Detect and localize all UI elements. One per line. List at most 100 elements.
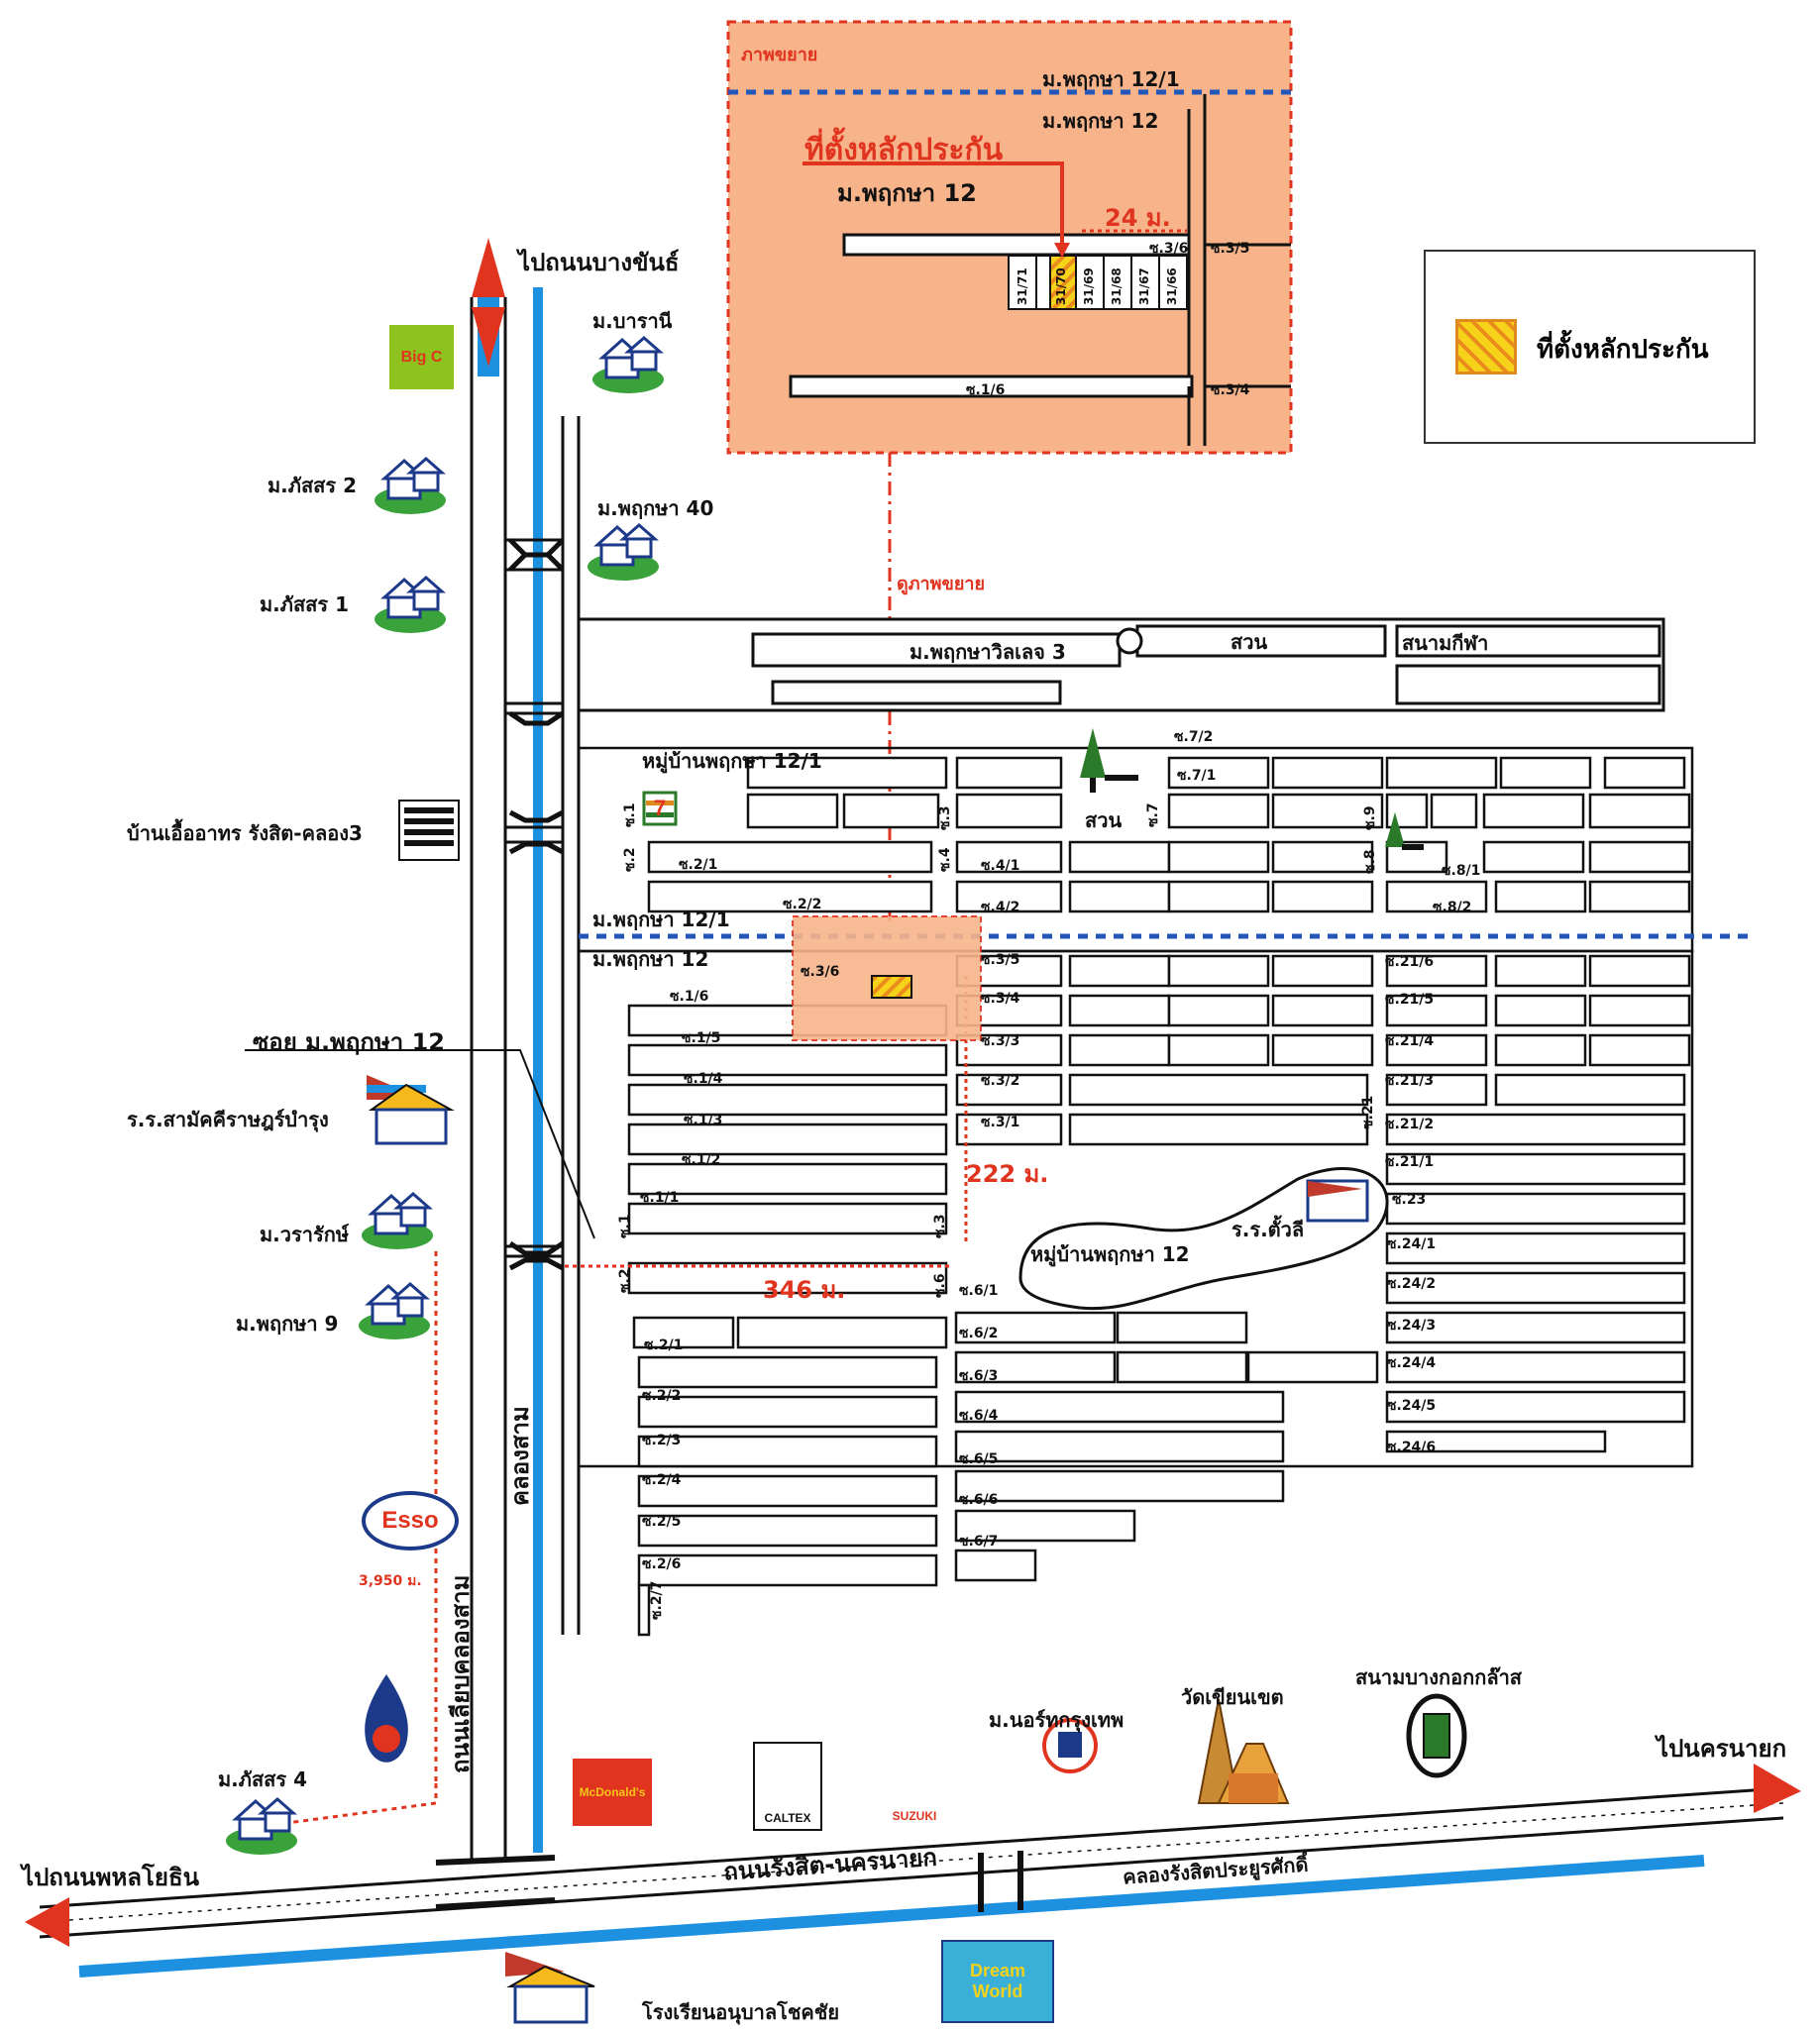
inset-roads xyxy=(789,94,1291,446)
seven-eleven-label: 7 xyxy=(653,796,667,820)
house-icon-passorn4 xyxy=(226,1791,297,1855)
soi-label: ซ.21/3 xyxy=(1385,1073,1435,1089)
soi-label: ซ.3/6 xyxy=(801,964,840,980)
house-icon-barani xyxy=(592,330,664,393)
soi-label: ซ.21 xyxy=(1360,1095,1376,1129)
soi-label: ซ.24/2 xyxy=(1387,1276,1437,1292)
collateral-plot xyxy=(871,975,912,999)
label-stadium-small: สนามกีฬา xyxy=(1402,631,1489,655)
label-bypass-road: ถนนเลียบคลองสาม xyxy=(447,1574,475,1773)
soi-label: ซ.4 xyxy=(937,847,953,872)
soi-label: ซ.2/1 xyxy=(679,857,718,873)
suzuki-logo-icon: SUZUKI xyxy=(892,1809,937,1823)
block-grid-south xyxy=(577,949,1694,1637)
soi-label: ซ.2 xyxy=(617,1268,633,1293)
bigc-logo-icon: Big C xyxy=(389,325,454,389)
label-village-12: หมู่บ้านพฤกษา 12 xyxy=(1030,1242,1190,1266)
label-kindergarten: โรงเรียนอนุบาลโชคชัย xyxy=(642,2000,840,2024)
inset-plot-2: 31/70 xyxy=(1054,268,1068,305)
soi-label: ซ.1/4 xyxy=(684,1071,723,1087)
inset-label-second: ม.พฤกษา 12 xyxy=(1042,109,1159,133)
label-to-bangkhan: ไปถนนบางขันธ์ xyxy=(518,249,680,276)
inset-soi-16: ซ.1/6 xyxy=(966,382,1006,398)
arrow-right-nakhonnayok xyxy=(1754,1764,1801,1813)
park-tree-icon xyxy=(1080,728,1424,850)
label-distance-346: 346 ม. xyxy=(763,1276,846,1304)
legend-swatch xyxy=(1455,319,1517,374)
soi-label: ซ.21/1 xyxy=(1385,1154,1435,1170)
label-barani: ม.บารานี xyxy=(592,309,673,333)
soi-label: ซ.6/6 xyxy=(959,1492,999,1508)
soi-label: ซ.21/2 xyxy=(1385,1117,1435,1132)
inset-plot-4: 31/68 xyxy=(1110,268,1124,305)
label-pruksa9: ม.พฤกษา 9 xyxy=(236,1312,339,1336)
soi-label: ซ.6/1 xyxy=(959,1283,999,1299)
soi-label: ซ.24/5 xyxy=(1387,1398,1437,1414)
soi-label: ซ.2/2 xyxy=(642,1388,682,1404)
soi-label: ซ.21/6 xyxy=(1385,954,1435,970)
main-vertical-road xyxy=(470,297,581,1863)
soi-label: ซ.4/1 xyxy=(981,858,1020,874)
house-icon-passorn1 xyxy=(375,570,446,633)
soi-label: ซ.1/1 xyxy=(640,1190,680,1206)
inset-label-top: ม.พฤกษา 12/1 xyxy=(1042,67,1180,91)
soi-label: ซ.4/2 xyxy=(981,900,1020,915)
house-icon-wararak xyxy=(362,1186,433,1249)
soi-label: ซ.8/1 xyxy=(1442,863,1481,879)
soi-label: ซ.3/5 xyxy=(981,952,1020,968)
soi-label: ซ.6/5 xyxy=(959,1451,999,1467)
label-passorn2: ม.ภัสสร 2 xyxy=(268,474,357,497)
label-pruksa40: ม.พฤกษา 40 xyxy=(597,496,714,520)
label-passorn4: ม.ภัสสร 4 xyxy=(218,1767,307,1791)
label-school-tualee: ร.ร.ตั้วลี xyxy=(1231,1218,1305,1241)
soi-label: ซ.1/3 xyxy=(684,1113,723,1128)
label-soi-pruksa12: ซอย ม.พฤกษา 12 xyxy=(253,1028,445,1056)
map-legend: ที่ตั้งหลักประกัน xyxy=(1424,250,1756,444)
label-park: สวน xyxy=(1231,630,1268,654)
inset-distance-label: 24 ม. xyxy=(1105,204,1171,232)
soi-label: ซ.2/3 xyxy=(642,1433,682,1448)
soi-label: ซ.6/3 xyxy=(959,1368,999,1384)
label-park2: สวน xyxy=(1085,808,1123,832)
dashed-bypass-bottom xyxy=(266,1783,438,1845)
soi-label: ซ.2/4 xyxy=(642,1472,682,1488)
soi-label: ซ.3/3 xyxy=(981,1033,1020,1049)
soi-label: ซ.2/6 xyxy=(642,1556,682,1572)
soi-label: ซ.23 xyxy=(1392,1192,1427,1208)
cross-roads-left xyxy=(505,538,563,1258)
inset-plots xyxy=(1008,255,1188,310)
label-distance-222: 222 ม. xyxy=(966,1160,1049,1188)
rangsit-nakhonnayok-road xyxy=(39,1786,1784,1939)
soi-label: ซ.8 xyxy=(1362,849,1378,874)
condo-building-icon xyxy=(398,800,460,861)
bridges xyxy=(508,538,565,1271)
house-icon-pruksa40 xyxy=(588,517,659,581)
soi-label: ซ.7/1 xyxy=(1177,768,1217,784)
school-tualee-icon xyxy=(1306,1179,1369,1223)
label-khlong-sam: คลองสาม xyxy=(506,1406,534,1506)
arrow-left-phahonyothin xyxy=(25,1897,69,1947)
mcdonalds-logo-icon: McDonald's xyxy=(573,1759,652,1826)
bangkhan-arrow xyxy=(472,238,505,376)
soi-label: ซ.1/5 xyxy=(682,1030,721,1046)
inset-project-label: ม.พฤกษา 12 xyxy=(837,179,977,207)
soi-label: ซ.24/3 xyxy=(1387,1318,1437,1334)
label-view-zoom: ดูภาพขยาย xyxy=(897,574,986,594)
inset-soi-35: ซ.3/5 xyxy=(1211,241,1250,257)
soi-label: ซ.2/1 xyxy=(644,1338,684,1353)
school-samakkhi-icon xyxy=(367,1075,455,1145)
soi-label: ซ.1 xyxy=(617,1214,633,1238)
soi-label: ซ.7 xyxy=(1145,802,1161,827)
soi-label: ซ.3/4 xyxy=(981,991,1020,1007)
label-pruksa-village-3: ม.พฤกษาวิลเลจ 3 xyxy=(910,640,1066,664)
khlong-rangsit-canal xyxy=(78,1855,1705,1978)
soi-label: ซ.2/2 xyxy=(783,897,822,912)
label-wat: วัดเขียนเขต xyxy=(1181,1685,1284,1709)
label-to-phahonyothin: ไปถนนพหลโยธิน xyxy=(22,1864,200,1891)
soi-label: ซ.9 xyxy=(1362,805,1378,830)
label-passorn1: ม.ภัสสร 1 xyxy=(260,592,349,616)
soi-label: ซ.24/6 xyxy=(1387,1440,1437,1455)
label-condo: บ้านเอื้ออาทร รังสิต-คลอง3 xyxy=(127,821,363,845)
legend-label: ที่ตั้งหลักประกัน xyxy=(1537,335,1709,365)
inset-plot-5: 31/67 xyxy=(1137,268,1151,305)
